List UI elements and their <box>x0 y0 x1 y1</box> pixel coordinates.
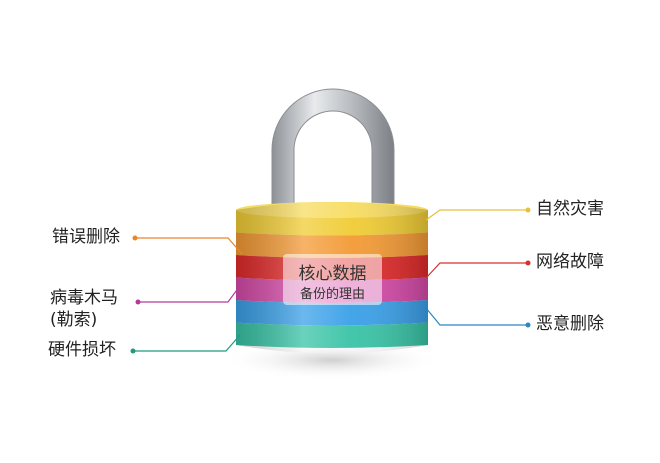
connector-left-2 <box>138 282 243 303</box>
label-left-2-line2: (勒索) <box>50 310 98 330</box>
center-title: 核心数据 <box>298 264 367 284</box>
label-right-2-text: 网络故障 <box>536 252 604 272</box>
label-right-2: 网络故障 <box>536 252 604 272</box>
connector-dot-left-3 <box>130 348 136 354</box>
connector-left-1 <box>135 237 243 255</box>
connector-right-1 <box>425 209 528 221</box>
label-right-3: 恶意删除 <box>536 314 604 334</box>
center-subtitle: 备份的理由 <box>299 287 365 302</box>
connector-dot-left-1 <box>132 235 138 241</box>
left-connectors <box>130 235 243 354</box>
label-left-3: 硬件损坏 <box>48 340 116 360</box>
connector-dot-right-1 <box>525 207 531 213</box>
connector-right-3 <box>425 307 528 326</box>
connector-dot-right-3 <box>525 322 531 328</box>
label-left-2: 病毒木马 (勒索) <box>50 287 118 331</box>
label-right-3-text: 恶意删除 <box>536 314 604 334</box>
label-left-3-text: 硬件损坏 <box>48 340 116 360</box>
lock-shackle <box>271 88 395 211</box>
connector-right-2 <box>425 262 528 279</box>
label-left-1-text: 错误删除 <box>52 227 120 247</box>
label-left-1: 错误删除 <box>52 227 120 247</box>
connector-dot-right-2 <box>525 260 531 266</box>
label-right-1: 自然灾害 <box>536 199 604 219</box>
right-connectors <box>425 207 531 328</box>
label-left-2-line1: 病毒木马 <box>50 288 118 308</box>
connector-dot-left-2 <box>135 299 141 305</box>
label-right-1-text: 自然灾害 <box>536 199 604 219</box>
connector-left-3 <box>133 334 241 352</box>
center-label-box <box>283 254 382 305</box>
